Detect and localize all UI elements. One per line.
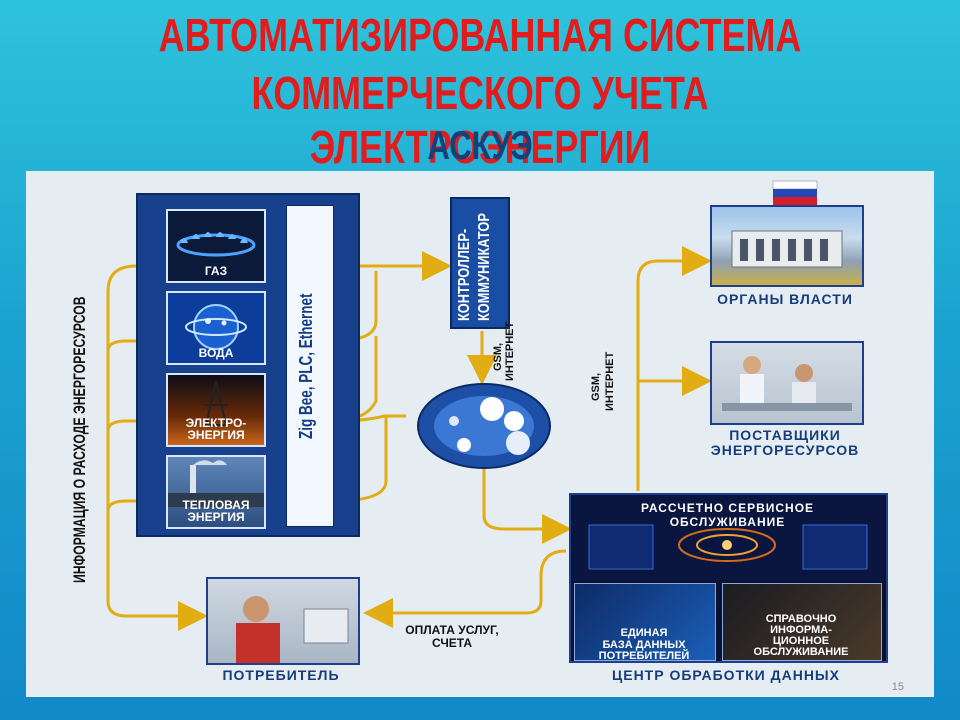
suppliers-photo: [710, 341, 864, 425]
tile-water-label: ВОДА: [198, 346, 234, 360]
tile-water: ВОДА: [166, 291, 266, 365]
service-monitors-icon: [571, 495, 884, 581]
gsm-label-2-line-1: GSM,: [590, 372, 602, 401]
consumer-photo: [206, 577, 360, 665]
gsm-label-1-line-1: GSM,: [492, 342, 504, 371]
title-line-1: АВТОМАТИЗИРОВАННАЯ СИСТЕМА: [158, 9, 802, 61]
database-label-3: ПОТРЕБИТЕЛЕЙ: [598, 650, 690, 662]
diagram-panel: ИНФОРМАЦИЯ О РАСХОДЕ ЭНЕРГОРЕСУРСОВ ГАЗ …: [26, 171, 934, 697]
page-number: 15: [891, 681, 904, 693]
info-service-label-1: СПРАВОЧНО: [765, 613, 837, 625]
controller-box: [450, 197, 510, 329]
controller-label-1: КОНТРОЛЛЕР-: [456, 228, 473, 321]
gsm-label-1-line-2: ИНТЕРНЕТ: [504, 321, 516, 381]
tile-heat: ТЕПЛОВАЯ ЭНЕРГИЯ: [166, 455, 266, 529]
info-service-box: [722, 583, 882, 661]
consumer-person-icon: [236, 596, 349, 663]
processing-center-label: ЦЕНТР ОБРАБОТКИ ДАННЫХ: [612, 667, 840, 683]
database-box: [574, 583, 716, 661]
tile-heat-label-1: ТЕПЛОВАЯ: [182, 498, 250, 512]
globe-satellite-icon: [417, 383, 551, 469]
authorities-photo: [710, 205, 864, 287]
title-line-2: КОММЕРЧЕСКОГО УЧЕТА ЭЛЕКТРОЭНЕРГИИ: [251, 67, 709, 173]
authorities-label: ОРГАНЫ ВЛАСТИ: [717, 291, 853, 307]
resource-info-label: ИНФОРМАЦИЯ О РАСХОДЕ ЭНЕРГОРЕСУРСОВ: [70, 296, 89, 583]
payment-label-2: СЧЕТА: [431, 636, 473, 650]
controller-label-2: КОММУНИКАТОР: [476, 213, 493, 321]
tile-electricity-label-1: ЭЛЕКТРО-: [185, 416, 247, 430]
power-tower-icon: [204, 380, 228, 426]
russian-flag-icon: [772, 180, 818, 205]
tile-heat-label-2: ЭНЕРГИЯ: [187, 510, 245, 524]
service-label-2: ОБСЛУЖИВАНИЕ: [669, 515, 786, 529]
bus-column: [286, 205, 334, 527]
tile-gas-label: ГАЗ: [204, 264, 228, 278]
suppliers-label-2: ЭНЕРГОРЕСУРСОВ: [710, 442, 860, 458]
gsm-label-2-line-2: ИНТЕРНЕТ: [604, 351, 616, 411]
payment-label-1: ОПЛАТА УСЛУГ,: [405, 623, 499, 637]
title-abbreviation: АСКУЭ: [427, 124, 533, 168]
suppliers-label-1: ПОСТАВЩИКИ: [729, 427, 841, 443]
info-service-label-3: ЦИОННОЕ: [772, 635, 830, 647]
gas-flame-icon: [176, 232, 256, 257]
consumer-label: ПОТРЕБИТЕЛЬ: [222, 667, 340, 683]
info-service-label-2: ИНФОРМА-: [770, 624, 832, 636]
database-label-2: БАЗА ДАННЫХ: [602, 639, 686, 651]
factory-chimney-icon: [168, 460, 264, 507]
tile-electricity-label-2: ЭНЕРГИЯ: [187, 428, 245, 442]
water-icon: [185, 304, 247, 350]
bus-label: Zig Bee, PLC, Ethernet: [296, 293, 316, 439]
service-label-1: РАССЧЕТНО СЕРВИСНОЕ: [640, 501, 815, 515]
tile-gas: ГАЗ: [166, 209, 266, 283]
government-building-icon: [731, 230, 843, 268]
tile-electricity: ЭЛЕКТРО- ЭНЕРГИЯ: [166, 373, 266, 447]
database-label-1: ЕДИНАЯ: [620, 627, 668, 639]
info-service-label-4: ОБСЛУЖИВАНИЕ: [753, 646, 849, 658]
office-workers-icon: [722, 356, 852, 411]
